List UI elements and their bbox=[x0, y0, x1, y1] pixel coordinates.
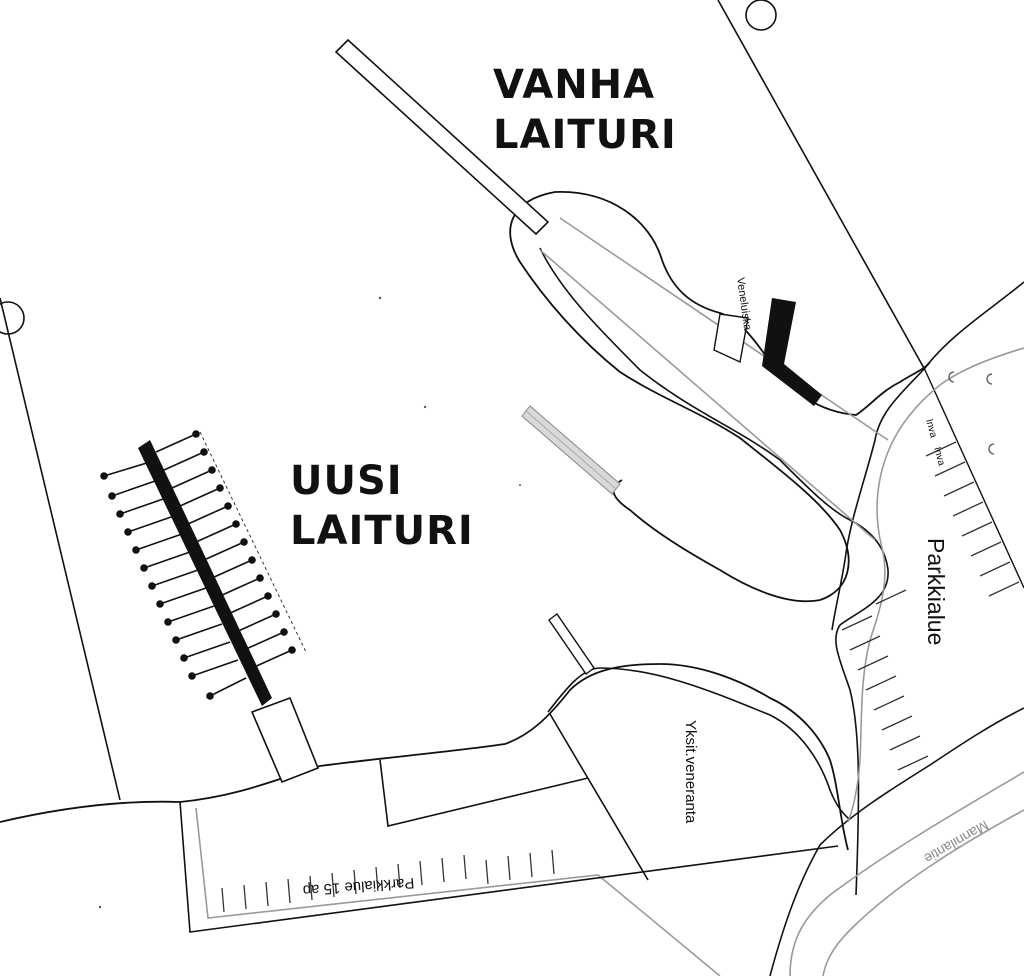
gray-road-lines bbox=[195, 217, 1024, 976]
boundary-marker-left bbox=[0, 301, 25, 335]
accessible-spot-label-2: Inva bbox=[931, 446, 947, 468]
new-pier bbox=[100, 430, 307, 706]
boat-ramp bbox=[713, 313, 749, 364]
parking-main-label: Parkkialue bbox=[923, 538, 949, 645]
parking-inner-edge bbox=[924, 369, 1024, 589]
peninsula bbox=[509, 191, 931, 603]
new-pier-label-line1: UUSI bbox=[290, 458, 403, 504]
old-pier-label-line1: VANHA bbox=[493, 62, 655, 108]
hatched-pier-lines bbox=[525, 410, 617, 490]
property-boundaries bbox=[0, 0, 926, 801]
road-label: Mannilantie bbox=[921, 817, 991, 867]
old-pier bbox=[334, 38, 550, 236]
plot-divider bbox=[549, 713, 649, 881]
boundary-marker-top bbox=[745, 0, 777, 31]
lower-parking-outline bbox=[179, 801, 839, 933]
shoreline bbox=[0, 663, 849, 851]
new-pier-landing bbox=[250, 696, 320, 784]
parking-area-outline bbox=[769, 281, 1024, 976]
boat-shed-outline bbox=[379, 759, 589, 827]
old-pier-label-line2: LAITURI bbox=[493, 112, 677, 158]
private-shore-label: Yksit.veneranta bbox=[682, 720, 699, 824]
parking-arcs bbox=[948, 371, 995, 455]
parking-stalls-lower bbox=[221, 849, 555, 913]
new-pier-label-line2: LAITURI bbox=[290, 508, 474, 554]
map-specks bbox=[98, 296, 521, 909]
boat-ramp-dock bbox=[762, 298, 822, 406]
small-slip bbox=[548, 613, 595, 675]
accessible-spot-label-1: Inva bbox=[923, 418, 939, 440]
parking-15-label: Parkkialue 15 ap bbox=[302, 874, 415, 899]
channel-outline bbox=[539, 247, 889, 896]
parking-stalls-right bbox=[841, 441, 1020, 771]
